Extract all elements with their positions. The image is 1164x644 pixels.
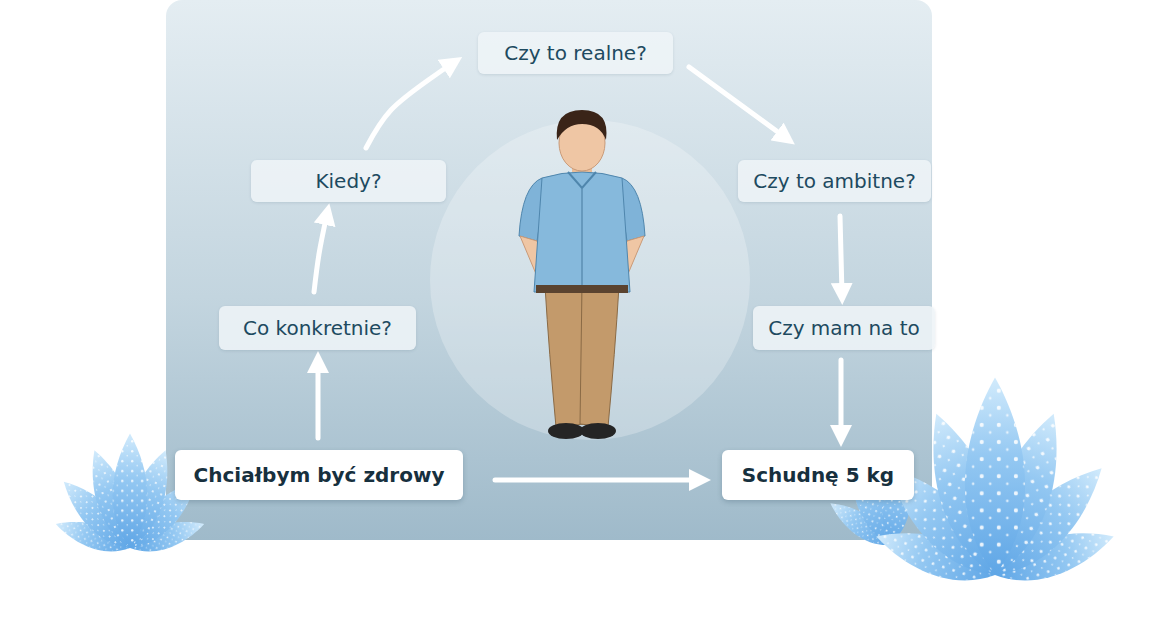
- shoe: [548, 423, 584, 439]
- background-panel: [166, 0, 932, 540]
- node-text: Chciałbym być zdrowy: [194, 463, 445, 487]
- node-text: Czy mam na to: [768, 316, 920, 340]
- arrow-connector: [316, 362, 321, 438]
- hair: [557, 110, 607, 140]
- question-box: Czy to ambitne?: [738, 160, 931, 202]
- arrow-connector: [839, 360, 844, 436]
- trouser-leg: [580, 286, 619, 427]
- button-line: [581, 188, 583, 290]
- arrow-connector: [689, 67, 786, 138]
- goal-box: Schudnę 5 kg: [722, 450, 914, 500]
- node-text: Kiedy?: [315, 169, 381, 193]
- question-box: Czy to realne?: [478, 32, 673, 74]
- arrow-connector: [495, 478, 700, 483]
- goal-box: Chciałbym być zdrowy: [175, 450, 463, 500]
- arrow-connector: [366, 63, 453, 148]
- arrow-connector: [840, 216, 842, 294]
- trouser-leg: [545, 286, 584, 427]
- node-text: Czy to ambitne?: [753, 169, 916, 193]
- question-box: Co konkretnie?: [219, 306, 416, 350]
- node-text: Schudnę 5 kg: [742, 463, 894, 487]
- collar: [568, 172, 596, 188]
- node-text: Czy to realne?: [504, 41, 647, 65]
- question-box: Czy mam na to: [753, 306, 935, 350]
- belt: [536, 285, 628, 293]
- petal: [965, 377, 1025, 575]
- arrow-connector: [314, 214, 327, 292]
- person-figure: [519, 110, 645, 439]
- question-box: Kiedy?: [251, 160, 446, 202]
- shirt: [534, 172, 630, 292]
- node-text: Co konkretnie?: [243, 316, 392, 340]
- shoe: [580, 423, 616, 439]
- petal: [113, 434, 148, 548]
